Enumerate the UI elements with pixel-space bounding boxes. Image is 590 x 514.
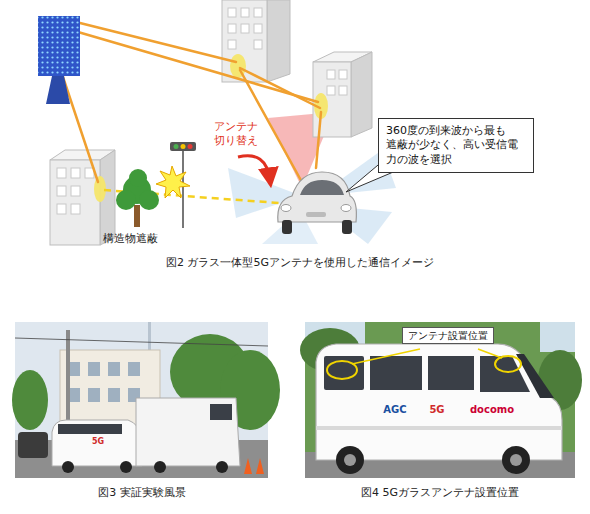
parked-car <box>18 432 48 458</box>
tree-trunk <box>134 205 140 227</box>
test-truck <box>136 398 240 466</box>
traffic-light <box>170 142 196 151</box>
figure-caption: 図2 ガラス一体型5Gアンテナを使用した通信イメージ <box>166 256 434 270</box>
van-logo: 5G <box>429 404 444 417</box>
truck-window <box>210 404 232 420</box>
power-wire <box>15 338 268 346</box>
figure-caption: 図3 実証実験風景 <box>98 486 186 500</box>
hubcaps <box>344 454 522 466</box>
leader-line <box>478 349 502 358</box>
callout-box: 360度の到来波から最も 遮蔽が少なく、高い受信電 力の波を選択 <box>378 118 534 173</box>
tree-foliage <box>116 169 159 210</box>
wheels <box>336 446 530 474</box>
antenna-position-marker <box>495 356 521 372</box>
car-wheel <box>342 220 352 234</box>
van-window <box>58 424 122 434</box>
car-headlight <box>281 205 291 212</box>
figure-caption: 図4 5Gガラスアンテナ設置位置 <box>361 486 519 500</box>
car-grille <box>306 212 326 217</box>
van-logo: 5G <box>92 437 104 447</box>
leader-line <box>352 349 420 364</box>
signal-lamp <box>188 144 193 149</box>
car-headlight <box>341 205 351 212</box>
base-station-elements <box>38 16 80 76</box>
building-windows <box>57 168 94 214</box>
box-text: アンテナ設置位置 <box>408 329 488 342</box>
blockage-burst <box>156 166 190 198</box>
antenna-pole <box>46 76 70 104</box>
building-side <box>267 0 290 82</box>
photo-sky <box>15 322 268 478</box>
signal-lamp <box>181 144 186 149</box>
signal-lamp <box>174 144 179 149</box>
base-station-panel <box>38 16 80 76</box>
van-logo: docomo <box>470 404 514 417</box>
box-text: 360度の到来波から最も 遮蔽が少なく、高い受信電 力の波を選択 <box>386 124 526 167</box>
car-wheel <box>282 220 292 234</box>
van-stripe <box>316 426 562 430</box>
switch-label: アンテナ 切り替え <box>210 120 262 148</box>
windshield <box>516 354 554 398</box>
test-van <box>316 344 562 460</box>
building <box>50 160 100 245</box>
car-body <box>278 172 357 222</box>
van-logo: AGC <box>383 404 406 417</box>
wheels <box>62 461 228 473</box>
annotation-box: アンテナ設置位置 <box>402 327 494 344</box>
building-side <box>351 52 372 137</box>
car-window <box>300 180 344 195</box>
radio-paths <box>62 22 321 184</box>
blockage-label: 構造物遮蔽 <box>103 232 158 246</box>
photo-building-windows <box>68 362 140 402</box>
traffic-cones <box>244 458 264 474</box>
building-windows <box>228 8 262 49</box>
traffic-light-pole <box>182 150 184 228</box>
van-windows <box>324 356 530 392</box>
photo-trees <box>305 322 575 478</box>
building-windows <box>327 70 347 95</box>
test-van <box>52 420 142 466</box>
switch-arrow <box>238 156 270 180</box>
